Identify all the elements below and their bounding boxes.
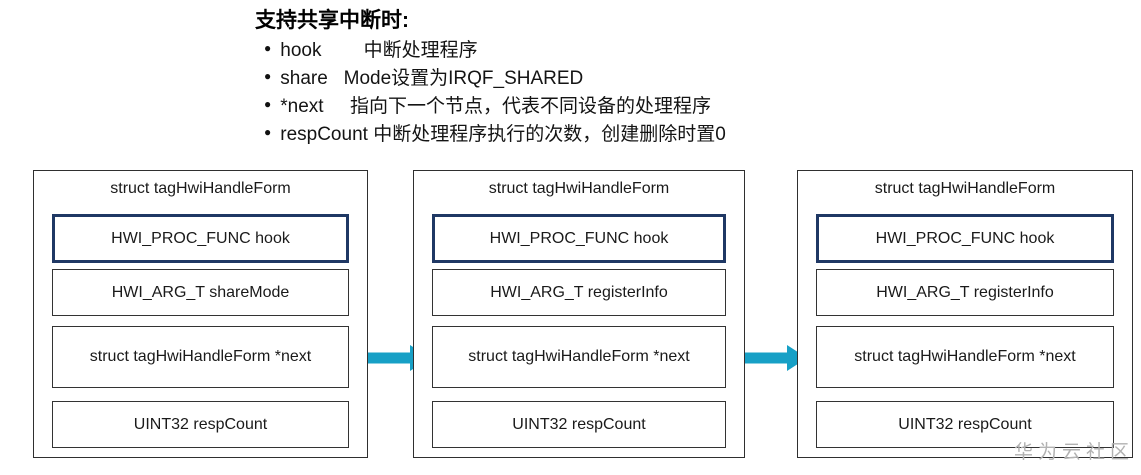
- field-respcount: UINT32 respCount: [816, 401, 1114, 448]
- arrow-right-shape: [745, 345, 807, 371]
- field-hook: HWI_PROC_FUNC hook: [432, 214, 726, 263]
- struct-title: struct tagHwiHandleForm: [488, 180, 670, 197]
- struct-title: struct tagHwiHandleForm: [110, 180, 291, 197]
- field-respcount: UINT32 respCount: [432, 401, 726, 448]
- field-registerinfo: HWI_ARG_T registerInfo: [432, 269, 726, 316]
- struct-box-1: struct tagHwiHandleForm HWI_PROC_FUNC ho…: [33, 170, 368, 458]
- field-next-pointer: struct tagHwiHandleForm *next: [52, 326, 349, 388]
- bullet-list: ● hook 中断处理程序 ● share Mode设置为IRQF_SHARED…: [264, 34, 884, 146]
- bullet-icon: ●: [264, 41, 272, 55]
- field-respcount: UINT32 respCount: [52, 401, 349, 448]
- field-hook: HWI_PROC_FUNC hook: [816, 214, 1114, 263]
- field-hook: HWI_PROC_FUNC hook: [52, 214, 349, 263]
- bullet-item-sharemode: ● share Mode设置为IRQF_SHARED: [264, 62, 884, 90]
- field-registerinfo: HWI_ARG_T registerInfo: [816, 269, 1114, 316]
- field-next-pointer: struct tagHwiHandleForm *next: [816, 326, 1114, 388]
- bullet-icon: ●: [264, 125, 272, 139]
- bullet-text-respcount: respCount 中断处理程序执行的次数，创建删除时置0: [280, 123, 726, 145]
- header-notes: 支持共享中断时: ● hook 中断处理程序 ● share Mode设置为IR…: [255, 8, 726, 145]
- struct-box-3: struct tagHwiHandleForm HWI_PROC_FUNC ho…: [797, 170, 1133, 458]
- bullet-icon: ●: [264, 97, 272, 111]
- bullet-item-hook: ● hook 中断处理程序: [264, 34, 884, 62]
- bullet-icon: ●: [264, 69, 272, 83]
- bullet-text-next: *next 指向下一个节点，代表不同设备的处理程序: [280, 95, 711, 117]
- arrow-right-icon: [745, 345, 807, 371]
- struct-title: struct tagHwiHandleForm: [874, 180, 1056, 197]
- bullet-item-respcount: ● respCount 中断处理程序执行的次数，创建删除时置0: [264, 118, 884, 146]
- watermark: 华为云社区: [1014, 442, 1135, 463]
- header-title: 支持共享中断时:: [255, 9, 409, 32]
- struct-box-2: struct tagHwiHandleForm HWI_PROC_FUNC ho…: [413, 170, 745, 458]
- bullet-text-hook: hook 中断处理程序: [280, 39, 478, 61]
- bullet-text-sharemode: share Mode设置为IRQF_SHARED: [280, 67, 584, 89]
- field-next-pointer: struct tagHwiHandleForm *next: [432, 326, 726, 388]
- field-sharemode: HWI_ARG_T shareMode: [52, 269, 349, 316]
- bullet-item-next: ● *next 指向下一个节点，代表不同设备的处理程序: [264, 90, 884, 118]
